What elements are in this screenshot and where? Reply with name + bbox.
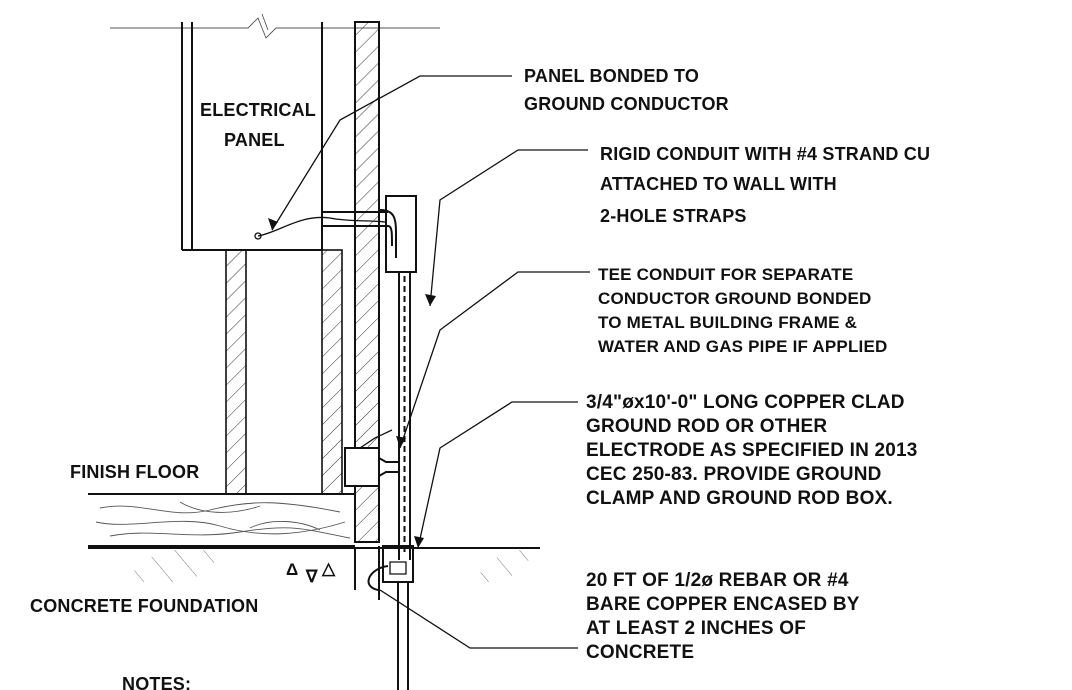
svg-text:AT LEAST 2 INCHES OF: AT LEAST 2 INCHES OF — [586, 618, 806, 639]
svg-text:TEE CONDUIT FOR SEPARATE: TEE CONDUIT FOR SEPARATE — [598, 265, 853, 284]
label-notes: NOTES: — [122, 674, 191, 690]
label-panel-bonded: PANEL BONDED TO GROUND CONDUCTOR — [524, 66, 729, 114]
svg-text:ELECTRICAL: ELECTRICAL — [200, 100, 316, 120]
ground-rod-box — [382, 545, 414, 690]
label-tee-conduit: TEE CONDUIT FOR SEPARATE CONDUCTOR GROUN… — [598, 265, 887, 356]
svg-text:ATTACHED TO WALL WITH: ATTACHED TO WALL WITH — [600, 174, 837, 194]
finish-floor-slab — [88, 493, 355, 547]
svg-text:GROUND CONDUCTOR: GROUND CONDUCTOR — [524, 94, 729, 114]
svg-text:TO METAL BUILDING FRAME &: TO METAL BUILDING FRAME & — [598, 313, 857, 332]
rebar-conductor — [367, 565, 389, 591]
svg-text:∇: ∇ — [305, 567, 318, 586]
panel-studs — [225, 249, 343, 495]
tee-fitting — [344, 429, 399, 487]
svg-text:CONDUCTOR GROUND BONDED: CONDUCTOR GROUND BONDED — [598, 289, 871, 308]
svg-text:GROUND ROD OR OTHER: GROUND ROD OR OTHER — [586, 416, 827, 437]
svg-text:ELECTRODE AS SPECIFIED IN 2013: ELECTRODE AS SPECIFIED IN 2013 — [586, 440, 918, 461]
svg-text:CEC 250-83. PROVIDE GROUND: CEC 250-83. PROVIDE GROUND — [586, 464, 882, 485]
svg-text:CLAMP AND GROUND ROD BOX.: CLAMP AND GROUND ROD BOX. — [586, 488, 893, 509]
svg-text:RIGID CONDUIT WITH #4 STRAND C: RIGID CONDUIT WITH #4 STRAND CU — [600, 144, 930, 164]
label-rigid-conduit: RIGID CONDUIT WITH #4 STRAND CU ATTACHED… — [600, 144, 930, 226]
svg-text:PANEL BONDED TO: PANEL BONDED TO — [524, 66, 699, 86]
svg-text:△: △ — [321, 559, 336, 578]
svg-text:3/4"øx10'-0" LONG COPPER CLAD: 3/4"øx10'-0" LONG COPPER CLAD — [586, 392, 905, 413]
rigid-conduit — [385, 195, 417, 560]
svg-text:20 FT OF 1/2ø REBAR OR #4: 20 FT OF 1/2ø REBAR OR #4 — [586, 570, 849, 591]
svg-text:CONCRETE: CONCRETE — [586, 642, 694, 663]
label-electrical-panel: ELECTRICAL PANEL — [200, 100, 316, 150]
svg-text:WATER AND GAS PIPE IF APPLIED: WATER AND GAS PIPE IF APPLIED — [598, 337, 887, 356]
svg-text:BARE COPPER ENCASED BY: BARE COPPER ENCASED BY — [586, 594, 860, 615]
grade-line: Δ ∇ △ — [88, 547, 540, 586]
label-concrete-foundation: CONCRETE FOUNDATION — [30, 596, 258, 616]
svg-text:Δ: Δ — [286, 560, 298, 579]
label-finish-floor: FINISH FLOOR — [70, 462, 199, 482]
panel-conduit — [254, 209, 397, 258]
foundation — [354, 546, 380, 600]
leader-lines — [268, 75, 590, 649]
svg-text:PANEL: PANEL — [224, 130, 285, 150]
label-rebar: 20 FT OF 1/2ø REBAR OR #4 BARE COPPER EN… — [586, 570, 860, 663]
svg-text:2-HOLE STRAPS: 2-HOLE STRAPS — [600, 206, 747, 226]
label-ground-rod: 3/4"øx10'-0" LONG COPPER CLAD GROUND ROD… — [586, 392, 918, 509]
break-line — [110, 13, 440, 39]
